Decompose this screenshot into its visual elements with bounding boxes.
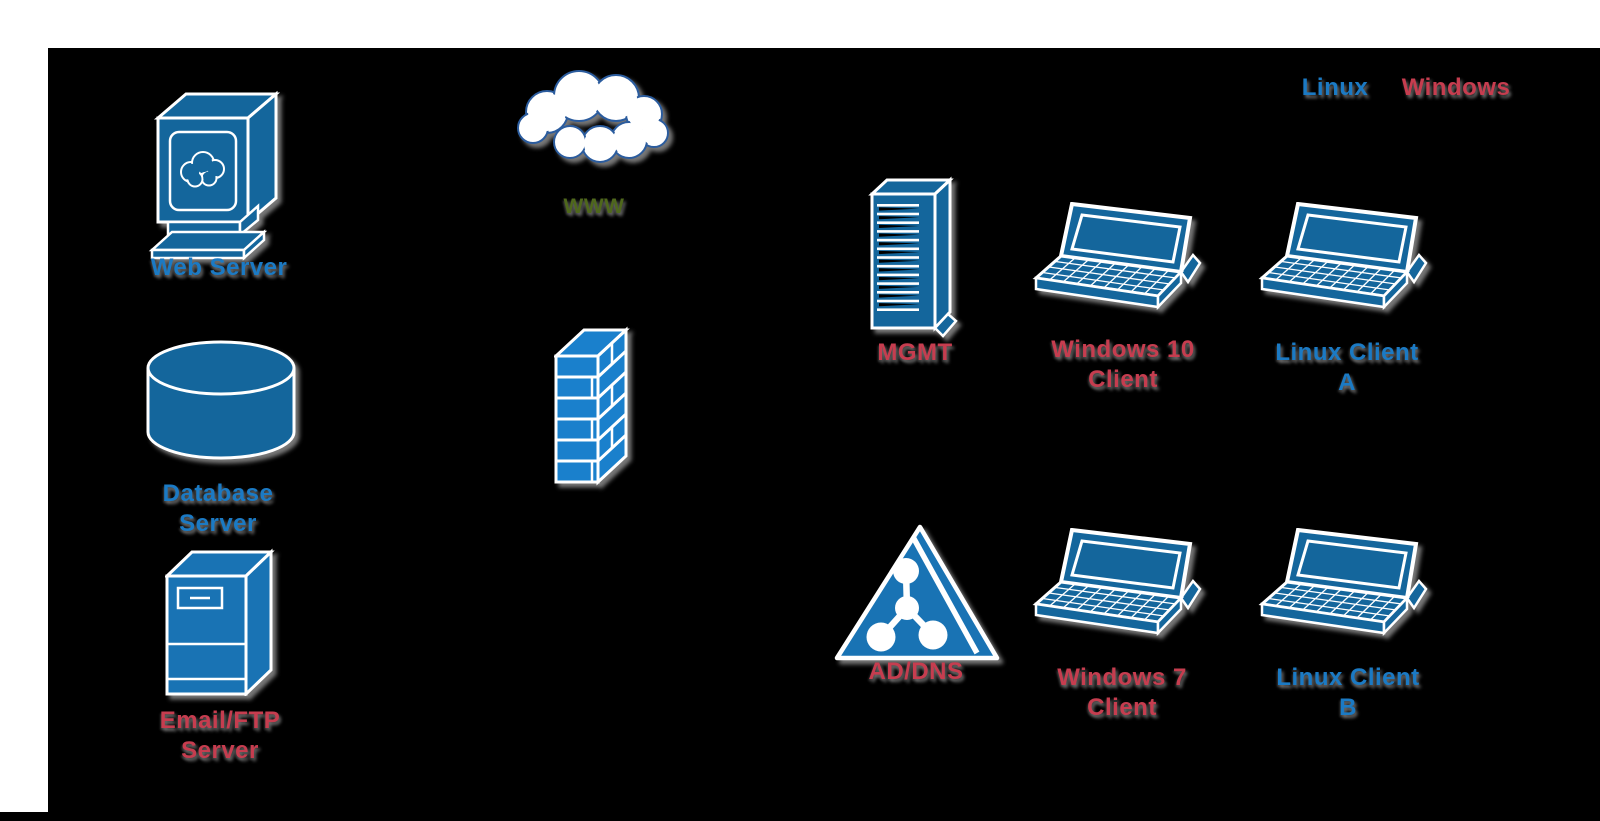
firewall-icon bbox=[554, 326, 630, 486]
node-firewall bbox=[554, 326, 632, 488]
node-ad-dns bbox=[832, 518, 1002, 663]
diagram-canvas bbox=[48, 48, 1600, 812]
rack-server-icon bbox=[868, 176, 958, 338]
addns-triangle-icon bbox=[834, 524, 1000, 661]
mgmt-label: MGMT bbox=[877, 339, 953, 366]
node-email-ftp-server bbox=[165, 546, 275, 696]
node-database-server bbox=[145, 338, 297, 464]
web-server-label: Web Server bbox=[150, 254, 288, 281]
node-internet bbox=[511, 70, 673, 168]
ad-dns-label: AD/DNS bbox=[868, 658, 964, 685]
laptop-icon bbox=[1258, 528, 1428, 643]
workstation-icon bbox=[148, 90, 281, 261]
bottom-edge-bar bbox=[0, 812, 1600, 821]
node-windows7-client bbox=[1032, 528, 1202, 643]
node-mgmt bbox=[860, 176, 960, 344]
legend-linux: Linux bbox=[1301, 74, 1369, 101]
node-windows10-client bbox=[1032, 202, 1202, 317]
node-linux-client-a bbox=[1258, 202, 1428, 317]
legend-windows: Windows bbox=[1401, 74, 1511, 101]
laptop-icon bbox=[1032, 202, 1202, 317]
node-web-server bbox=[146, 88, 291, 263]
node-linux-client-b bbox=[1258, 528, 1428, 643]
laptop-icon bbox=[1032, 528, 1202, 643]
cloud-icon bbox=[517, 70, 669, 163]
database-icon bbox=[146, 340, 296, 460]
tower-server-icon bbox=[165, 548, 275, 696]
www-label: WWW bbox=[563, 195, 625, 218]
laptop-icon bbox=[1258, 202, 1428, 317]
